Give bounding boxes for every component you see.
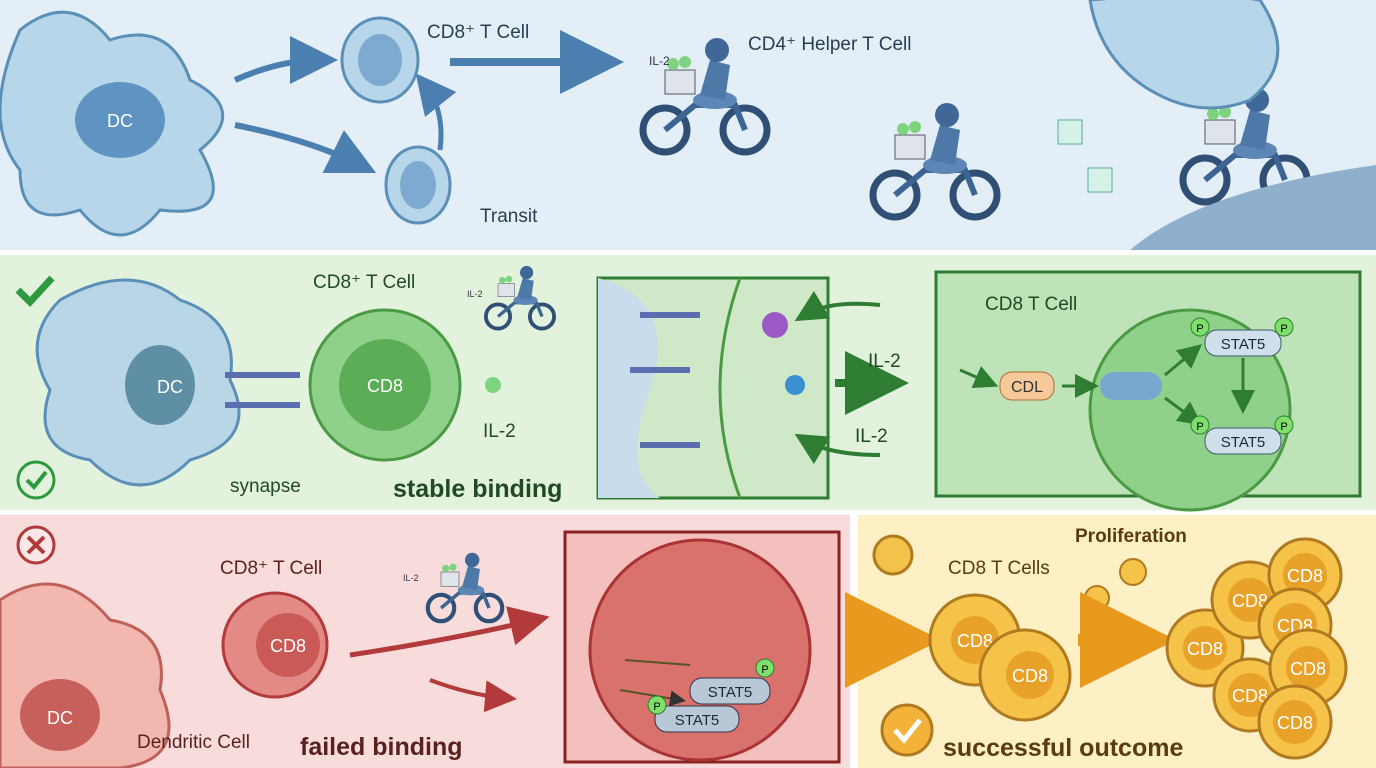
middle-panel: DC synapse CD8 CD8⁺ T Cell IL-2 IL-2 sta… bbox=[0, 255, 1376, 512]
cd8-t-cell: CD8 bbox=[1257, 684, 1333, 760]
phospho-icon: P bbox=[1190, 317, 1210, 337]
proliferation-label: Proliferation bbox=[1075, 526, 1187, 547]
fragment-icon bbox=[872, 534, 914, 576]
phospho-icon: P bbox=[1274, 415, 1294, 435]
synapse-label: synapse bbox=[230, 476, 301, 497]
stat5-top-label: STAT5 bbox=[1221, 336, 1265, 353]
svg-text:CD8: CD8 bbox=[1012, 666, 1048, 686]
transit-cell bbox=[384, 145, 452, 225]
svg-text:P: P bbox=[1280, 421, 1287, 433]
svg-text:CD8: CD8 bbox=[1290, 659, 1326, 679]
failed-panel: DC Dendritic Cell CD8⁺ T Cell CD8 IL-2 f… bbox=[0, 515, 850, 768]
success-panel: CD8 T Cells Proliferation CD8 CD8 CD8 CD… bbox=[845, 515, 1376, 768]
il2-bottom-label: IL-2 bbox=[855, 426, 888, 447]
failed-binding-label: failed binding bbox=[300, 733, 463, 761]
stable-binding-label: stable binding bbox=[393, 475, 562, 503]
svg-text:P: P bbox=[1196, 421, 1203, 433]
cd8-signaling-panel: CD8 T Cell CDL STAT5 STAT5 P P P P bbox=[934, 270, 1362, 512]
cd8-t-cell-title: CD8 T Cell bbox=[985, 294, 1077, 315]
cd8-t-cell: CD8 bbox=[978, 628, 1072, 722]
il2-top-label: IL-2 bbox=[868, 351, 901, 372]
phospho-icon: P bbox=[755, 658, 775, 678]
phospho-icon: P bbox=[647, 695, 667, 715]
cdl-label: CDL bbox=[1011, 379, 1043, 396]
dc-label: DC bbox=[157, 377, 183, 397]
svg-text:CD8: CD8 bbox=[1277, 713, 1313, 733]
synapse-zoom-panel bbox=[596, 276, 830, 500]
svg-text:CD8: CD8 bbox=[957, 631, 993, 651]
dc-label: DC bbox=[107, 111, 133, 131]
dendritic-cell: DC bbox=[35, 278, 241, 487]
cd8-t-cell: CD8 bbox=[1165, 608, 1245, 688]
cargo-label: IL-2 bbox=[649, 54, 670, 68]
cargo-label: IL-2 bbox=[467, 289, 483, 299]
svg-text:P: P bbox=[1280, 323, 1287, 335]
phospho-icon: P bbox=[1190, 415, 1210, 435]
cd8-label: CD8 bbox=[367, 376, 403, 396]
il2-packet-icon bbox=[1087, 167, 1113, 193]
transit-label: Transit bbox=[480, 206, 538, 227]
cd8-cell-label: CD8⁺ T Cell bbox=[220, 558, 322, 579]
il2-molecule-icon bbox=[485, 377, 501, 393]
svg-text:CD8: CD8 bbox=[1232, 686, 1268, 706]
tissue-surface bbox=[1130, 165, 1376, 250]
cd8-t-cell: CD8 bbox=[308, 308, 462, 462]
cd8-label: CD8 bbox=[270, 636, 306, 656]
svg-text:CD8: CD8 bbox=[1187, 639, 1223, 659]
svg-text:P: P bbox=[761, 664, 768, 676]
stat5-top-label: STAT5 bbox=[708, 684, 752, 701]
dc-label: DC bbox=[47, 708, 73, 728]
check-circle-icon bbox=[880, 703, 934, 757]
proliferating-cluster: CD8 CD8 CD8 CD8 CD8 CD8 CD8 bbox=[1165, 537, 1348, 760]
dendritic-cell bbox=[1088, 0, 1280, 110]
top-panel: DC CD8⁺ T Cell Transit IL-2 CD4⁺ Helper … bbox=[0, 0, 1376, 250]
cd8-t-cells-label: CD8 T Cells bbox=[948, 558, 1050, 579]
check-circle-icon bbox=[16, 460, 56, 500]
dendritic-cell: DC bbox=[0, 582, 171, 768]
cd8-cell-label: CD8⁺ T Cell bbox=[313, 272, 415, 293]
stat5-bottom-label: STAT5 bbox=[1221, 434, 1265, 451]
error-icon bbox=[16, 525, 56, 565]
svg-text:P: P bbox=[1196, 323, 1203, 335]
cell-zoom-panel: STAT5 STAT5 P P bbox=[563, 530, 841, 764]
check-icon bbox=[15, 275, 55, 308]
successful-outcome-label: successful outcome bbox=[943, 734, 1183, 762]
dendritic-cell: DC bbox=[0, 10, 225, 237]
cargo-label: IL-2 bbox=[403, 573, 419, 583]
cd8-t-cell: CD8 bbox=[221, 591, 329, 699]
svg-text:CD8: CD8 bbox=[1232, 591, 1268, 611]
cd4-helper-label: CD4⁺ Helper T Cell bbox=[748, 34, 912, 55]
il2-label: IL-2 bbox=[483, 421, 516, 442]
phospho-icon: P bbox=[1274, 317, 1294, 337]
il2-packet-icon bbox=[1057, 119, 1083, 145]
dendritic-cell-label: Dendritic Cell bbox=[137, 732, 250, 753]
cd8-t-cell bbox=[340, 16, 420, 104]
svg-text:P: P bbox=[653, 701, 660, 713]
svg-text:CD8: CD8 bbox=[1287, 566, 1323, 586]
stat5-bottom-label: STAT5 bbox=[675, 712, 719, 729]
cd8-cell-label: CD8⁺ T Cell bbox=[427, 22, 529, 43]
